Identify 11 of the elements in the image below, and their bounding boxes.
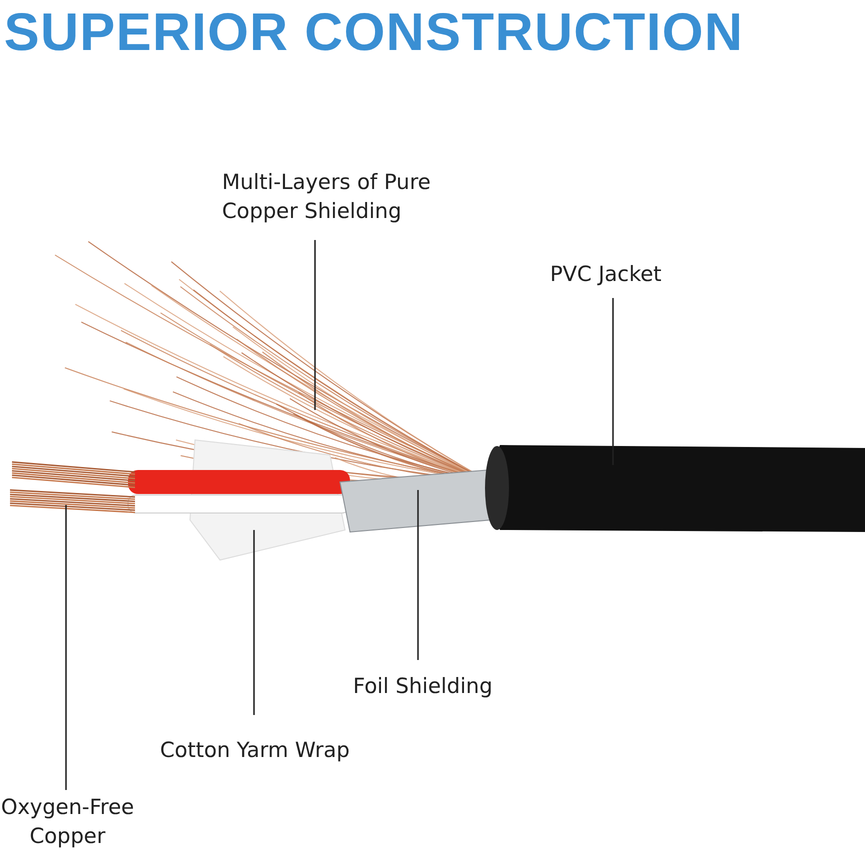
leader-line	[417, 490, 419, 660]
leader-line	[612, 298, 614, 465]
callout-label: Multi-Layers of Pure Copper Shielding	[222, 168, 442, 226]
leader-line	[314, 240, 316, 410]
title: SUPERIOR CONSTRUCTION	[4, 2, 744, 63]
callout-label: PVC Jacket	[550, 260, 770, 289]
callout-label: Cotton Yarm Wrap	[160, 736, 380, 765]
leader-line	[65, 505, 67, 790]
callout-label: Oxygen-Free Copper	[0, 793, 135, 851]
leader-line	[253, 530, 255, 715]
callout-label: Foil Shielding	[353, 672, 573, 701]
